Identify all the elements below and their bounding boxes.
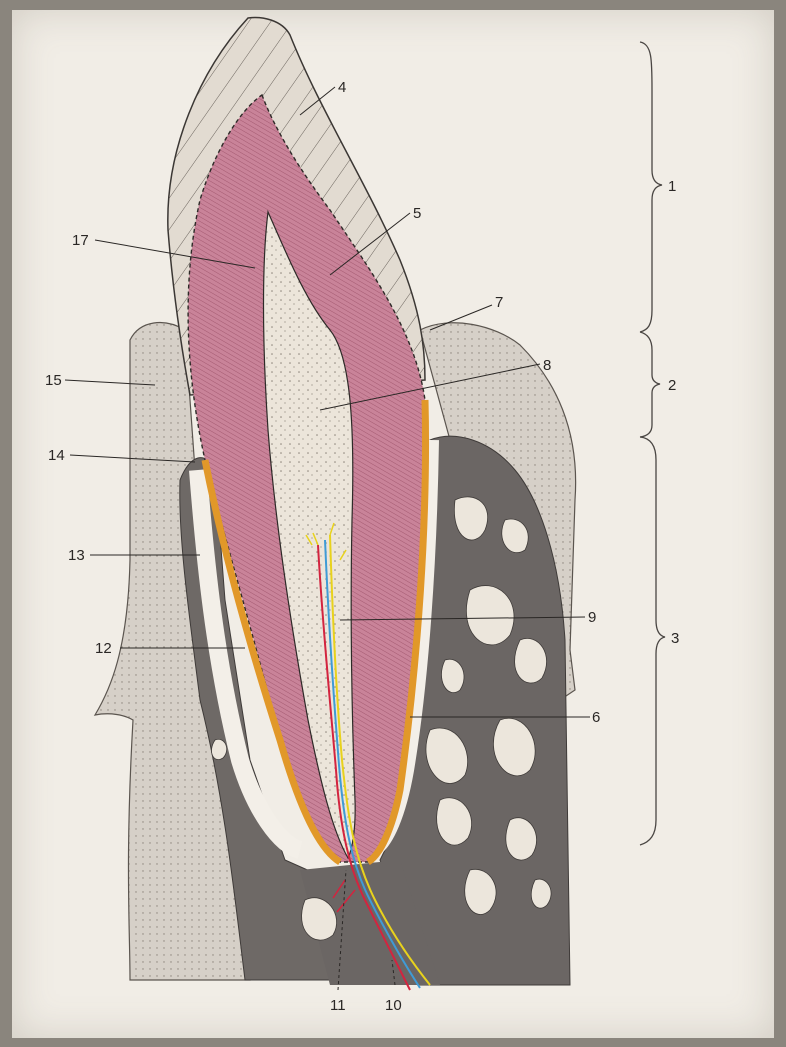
label-13: 13 — [68, 547, 85, 564]
label-7: 7 — [495, 294, 503, 311]
label-15: 15 — [45, 372, 62, 389]
label-5: 5 — [413, 205, 421, 222]
region-braces — [640, 42, 665, 845]
label-2: 2 — [668, 377, 676, 394]
label-9: 9 — [588, 609, 596, 626]
label-17: 17 — [72, 232, 89, 249]
label-6: 6 — [592, 709, 600, 726]
label-10: 10 — [385, 997, 402, 1014]
label-3: 3 — [671, 630, 679, 647]
label-12: 12 — [95, 640, 112, 657]
label-1: 1 — [668, 178, 676, 195]
label-14: 14 — [48, 447, 65, 464]
label-8: 8 — [543, 357, 551, 374]
label-4: 4 — [338, 79, 346, 96]
label-11: 11 — [330, 997, 346, 1014]
